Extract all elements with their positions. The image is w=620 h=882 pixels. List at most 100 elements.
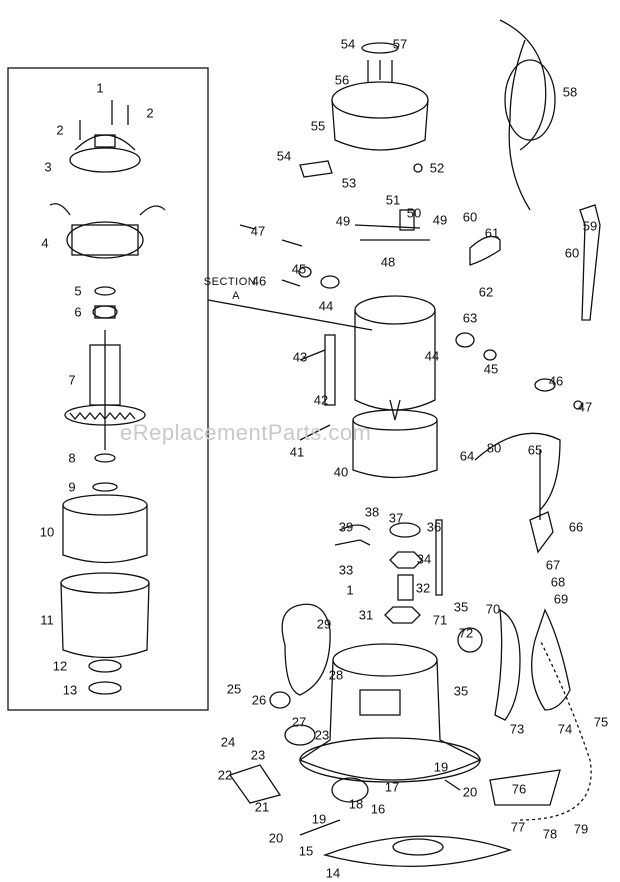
section-label: SECTION [203,276,257,288]
callout: 79 [573,821,589,837]
callout: 9 [68,479,76,495]
callout: 53 [341,175,357,191]
callout: 13 [62,682,78,698]
callout: 67 [545,557,561,573]
callout: 65 [527,442,543,458]
callout: 61 [484,225,500,241]
callout: 28 [328,667,344,683]
callout: 36 [426,519,442,535]
callout: 49 [432,212,448,228]
callout: 59 [582,218,598,234]
callout: 50 [406,205,422,221]
callout: 29 [316,616,332,632]
callout: 4 [41,235,49,251]
callout: 62 [478,284,494,300]
callout: 14 [325,865,341,881]
callout: 46 [548,373,564,389]
callout: 2 [56,122,64,138]
callout: 22 [217,767,233,783]
section-a-box [7,67,209,711]
callout: 35 [453,683,469,699]
callout: 1 [96,80,104,96]
callout: 52 [429,160,445,176]
callout: 46 [251,273,267,289]
callout: 31 [358,607,374,623]
callout: 42 [313,392,329,408]
callout: 58 [562,84,578,100]
callout: 8 [68,450,76,466]
callout: 17 [384,779,400,795]
section-label-letter: A [232,290,240,302]
callout: 19 [311,811,327,827]
callout: 47 [577,399,593,415]
callout: 70 [485,601,501,617]
callout: 16 [370,801,386,817]
callout: 44 [424,348,440,364]
callout: 39 [338,519,354,535]
callout: 7 [68,372,76,388]
callout: 10 [39,524,55,540]
callout: 48 [380,254,396,270]
callout: 55 [310,118,326,134]
callout: 54 [276,148,292,164]
callout: 34 [416,551,432,567]
callout: 80 [486,440,502,456]
callout: 19 [433,759,449,775]
watermark: eReplacementParts.com [120,420,372,445]
callout: 21 [254,799,270,815]
callout: 45 [291,261,307,277]
callout: 51 [385,192,401,208]
callout: 3 [44,159,52,175]
callout: 24 [220,734,236,750]
callout: 76 [511,781,527,797]
callout: 43 [292,349,308,365]
callout: 12 [52,658,68,674]
callout: 68 [550,574,566,590]
callout: 69 [553,591,569,607]
callout: 33 [338,562,354,578]
callout: 20 [268,830,284,846]
callout: 64 [459,448,475,464]
callout: 2 [146,105,154,121]
callout: 6 [74,304,82,320]
callout: 71 [432,612,448,628]
callout: 77 [510,819,526,835]
base-assembly [228,450,592,867]
callout: 78 [542,826,558,842]
callout: 15 [298,843,314,859]
callout: 40 [333,464,349,480]
callout: 60 [564,245,580,261]
callout: 35 [453,599,469,615]
callout: 57 [392,36,408,52]
callout: 25 [226,681,242,697]
callout: 32 [415,580,431,596]
callout: 5 [74,283,82,299]
callout: 72 [458,625,474,641]
callout: 45 [483,361,499,377]
callout: 18 [348,796,364,812]
callout: 73 [509,721,525,737]
section-a-parts [49,100,166,695]
callout: 75 [593,714,609,730]
callout: 74 [557,721,573,737]
callout: 23 [250,747,266,763]
callout: 27 [291,714,307,730]
callout: 47 [250,223,266,239]
callout: 49 [335,213,351,229]
motor-housing [239,19,601,511]
callout: 26 [251,692,267,708]
callout: 44 [318,298,334,314]
callout: 56 [334,72,350,88]
callout: 37 [388,510,404,526]
callout: 63 [462,310,478,326]
callout: 1 [346,582,354,598]
callout: 60 [462,209,478,225]
callout: 54 [340,36,356,52]
callout: 23 [314,727,330,743]
section-a-leader [207,299,373,331]
callout: 20 [462,784,478,800]
callout: 38 [364,504,380,520]
callout: 11 [40,612,54,628]
